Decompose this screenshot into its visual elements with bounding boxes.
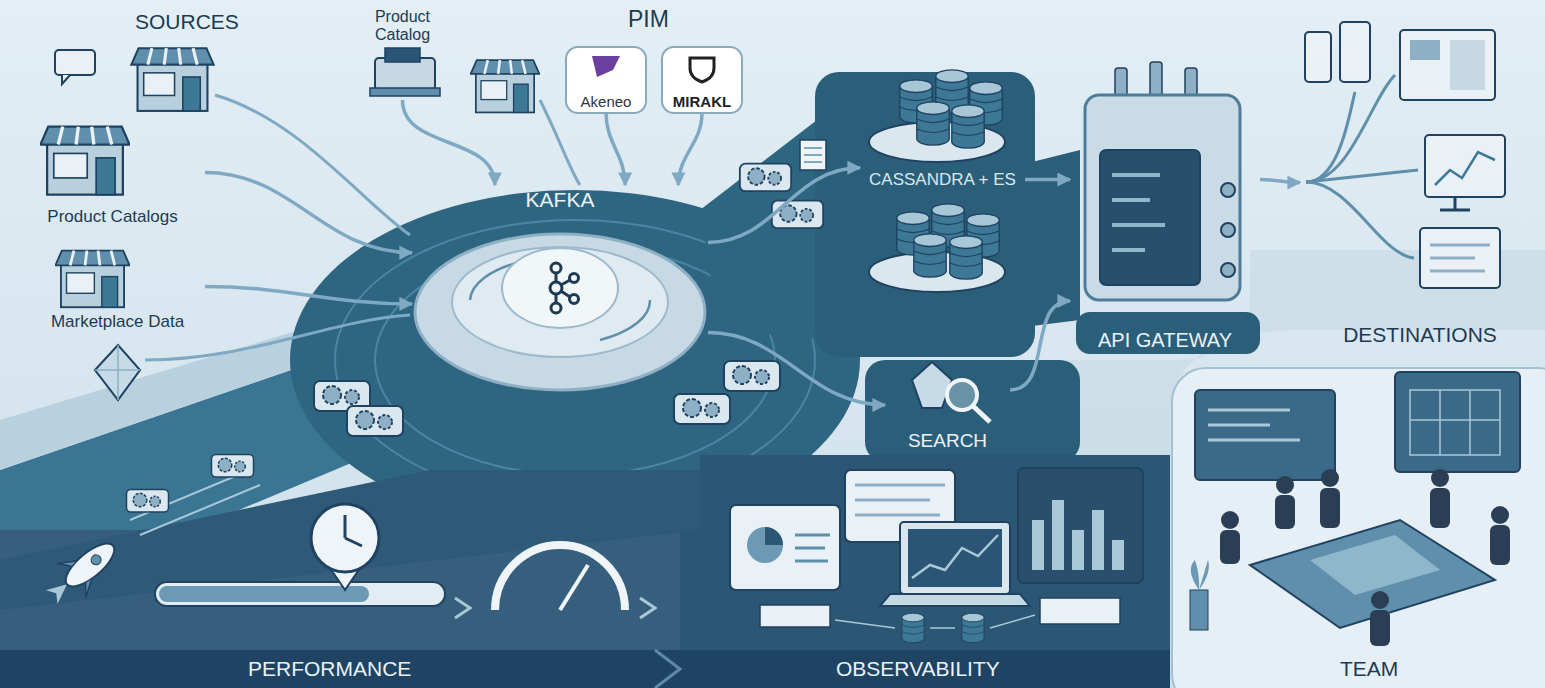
section-label: TEAM — [1340, 657, 1398, 681]
section-label: PIM — [628, 6, 669, 32]
connector-arrow — [708, 333, 885, 405]
section-label: PERFORMANCE — [248, 657, 411, 681]
connector-arrow — [606, 113, 625, 185]
source-node: Product Catalogs — [20, 115, 205, 230]
connector-arrow — [678, 113, 702, 185]
pim-box: MIRAKL — [662, 47, 742, 113]
connector-arrow — [1260, 180, 1300, 183]
node-label: CASSANDRA + ES — [869, 170, 1016, 190]
node-label: Marketplace Data — [51, 312, 184, 332]
node-label: Product Catalogs — [47, 207, 177, 227]
node-label: Akeneo — [581, 93, 632, 110]
node-label: MIRAKL — [673, 93, 731, 110]
node-label: DESTINATIONS — [1343, 323, 1497, 347]
connector-arrow — [205, 173, 412, 253]
storage-cluster: CASSANDRA + ES — [860, 62, 1025, 297]
connector-arrow — [403, 100, 495, 185]
node-label: API GATEWAY — [1098, 329, 1232, 352]
source-node: Marketplace Data — [30, 238, 205, 335]
pim-box: Akeneo — [566, 47, 646, 113]
destinations-node: DESTINATIONS — [1300, 15, 1540, 350]
section-label: SOURCES — [135, 10, 239, 34]
section-label: OBSERVABILITY — [836, 657, 1000, 681]
node-label: Product Catalog — [360, 8, 445, 45]
node-label: KAFKA — [526, 188, 595, 212]
search-node: SEARCH — [885, 355, 1010, 455]
kafka-hub: KAFKA — [412, 185, 708, 390]
node-label: SEARCH — [908, 430, 987, 452]
connector-arrow — [1025, 178, 1070, 182]
connector-arrow — [1010, 301, 1070, 390]
connector-arrow — [708, 168, 860, 243]
source-node: Product Catalog — [354, 5, 451, 100]
connector-arrow — [205, 287, 412, 304]
api-gateway: API GATEWAY — [1070, 85, 1260, 355]
